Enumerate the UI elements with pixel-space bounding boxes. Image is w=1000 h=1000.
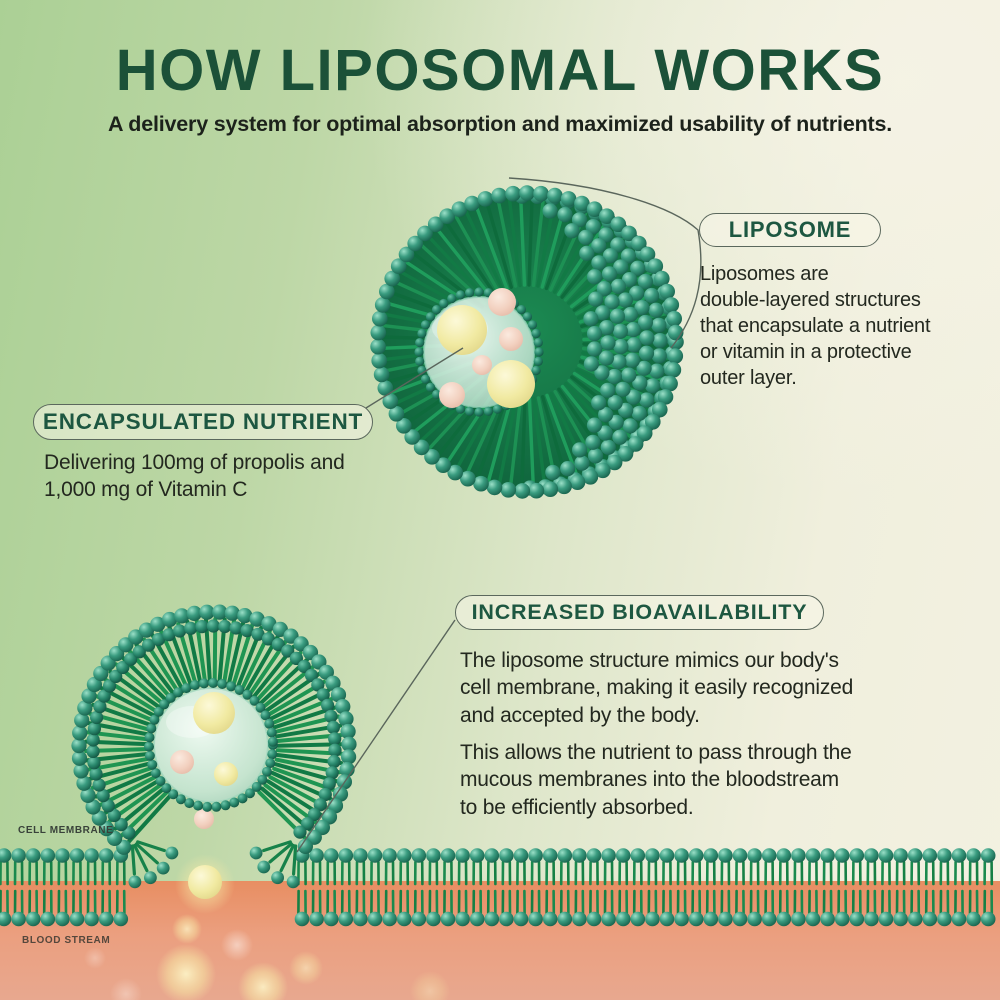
encapsulated-nutrient-label: ENCAPSULATED NUTRIENT bbox=[42, 409, 364, 434]
cell-membrane-bilayer bbox=[0, 840, 996, 927]
blood-stream-label: BLOOD STREAM bbox=[22, 935, 111, 946]
page-title: HOW LIPOSOMAL WORKS bbox=[115, 38, 885, 103]
encapsulated-nutrient-label-pill: ENCAPSULATED NUTRIENT bbox=[33, 404, 373, 440]
encapsulated-nutrient-description: Delivering 100mg of propolis and 1,000 m… bbox=[44, 451, 345, 502]
increased-bioavailability-leader-line bbox=[296, 619, 456, 853]
blood-stream-nutrient-orbs bbox=[84, 809, 450, 1000]
page-subtitle: A delivery system for optimal absorption… bbox=[107, 112, 893, 136]
liposome-fusing-with-membrane bbox=[71, 604, 357, 855]
encapsulated-nutrient-leader-line bbox=[365, 347, 464, 409]
liposome-label-pill: LIPOSOME bbox=[699, 213, 881, 247]
callout-leader-lines bbox=[296, 177, 702, 853]
liposome-leader-line bbox=[508, 177, 702, 349]
liposome-label: LIPOSOME bbox=[728, 217, 852, 242]
liposome-description: Liposomes are double-layered structures … bbox=[700, 263, 931, 389]
increased-bioavailability-label: INCREASED BIOAVAILABILITY bbox=[471, 600, 808, 624]
blood-stream-area bbox=[0, 881, 1000, 1000]
cell-membrane-label: CELL MEMBRANE bbox=[18, 825, 114, 836]
increased-bioavailability-label-pill: INCREASED BIOAVAILABILITY bbox=[455, 595, 824, 630]
liposome-cutaway-sphere bbox=[370, 185, 684, 499]
bioavailability-paragraph-2: This allows the nutrient to pass through… bbox=[460, 741, 852, 819]
bioavailability-paragraph-1: The liposome structure mimics our body's… bbox=[460, 649, 854, 727]
